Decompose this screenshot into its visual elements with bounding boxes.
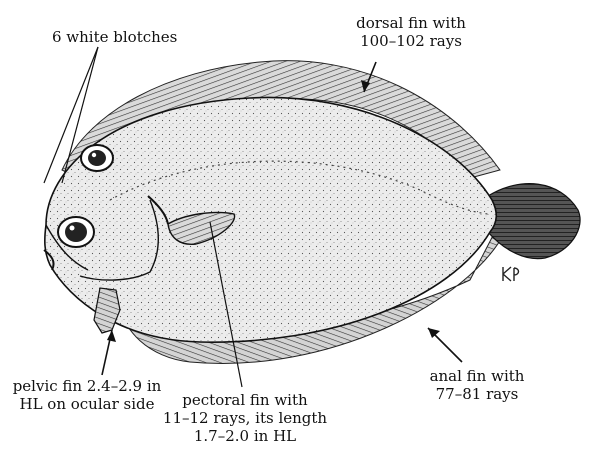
artist-signature: [503, 267, 519, 281]
label-dorsal-fin-line-1: dorsal fin with: [336, 14, 486, 32]
label-pectoral-fin-line-3: 1.7–2.0 in HL: [160, 427, 330, 445]
arrow-pelvic-head: [107, 330, 116, 342]
label-dorsal-fin-line-2: 100–102 rays: [336, 32, 486, 50]
label-pectoral-fin: pectoral fin with 11–12 rays, its length…: [160, 391, 330, 445]
label-pectoral-fin-line-2: 11–12 rays, its length: [160, 409, 330, 427]
label-white-blotches: 6 white blotches: [52, 28, 177, 46]
label-anal-fin: anal fin with 77–81 rays: [412, 367, 542, 403]
label-pectoral-fin-line-1: pectoral fin with: [160, 391, 330, 409]
arrow-anal-head: [428, 328, 440, 338]
label-anal-fin-line-2: 77–81 rays: [412, 385, 542, 403]
label-anal-fin-line-1: anal fin with: [412, 367, 542, 385]
lower-eye: [58, 217, 94, 247]
label-dorsal-fin: dorsal fin with 100–102 rays: [336, 14, 486, 50]
label-pelvic-fin-line-1: pelvic fin 2.4–2.9 in: [2, 377, 172, 395]
upper-eye: [81, 145, 113, 171]
label-pelvic-fin: pelvic fin 2.4–2.9 in HL on ocular side: [2, 377, 172, 413]
label-pelvic-fin-line-2: HL on ocular side: [2, 395, 172, 413]
caudal-fin: [488, 184, 580, 259]
